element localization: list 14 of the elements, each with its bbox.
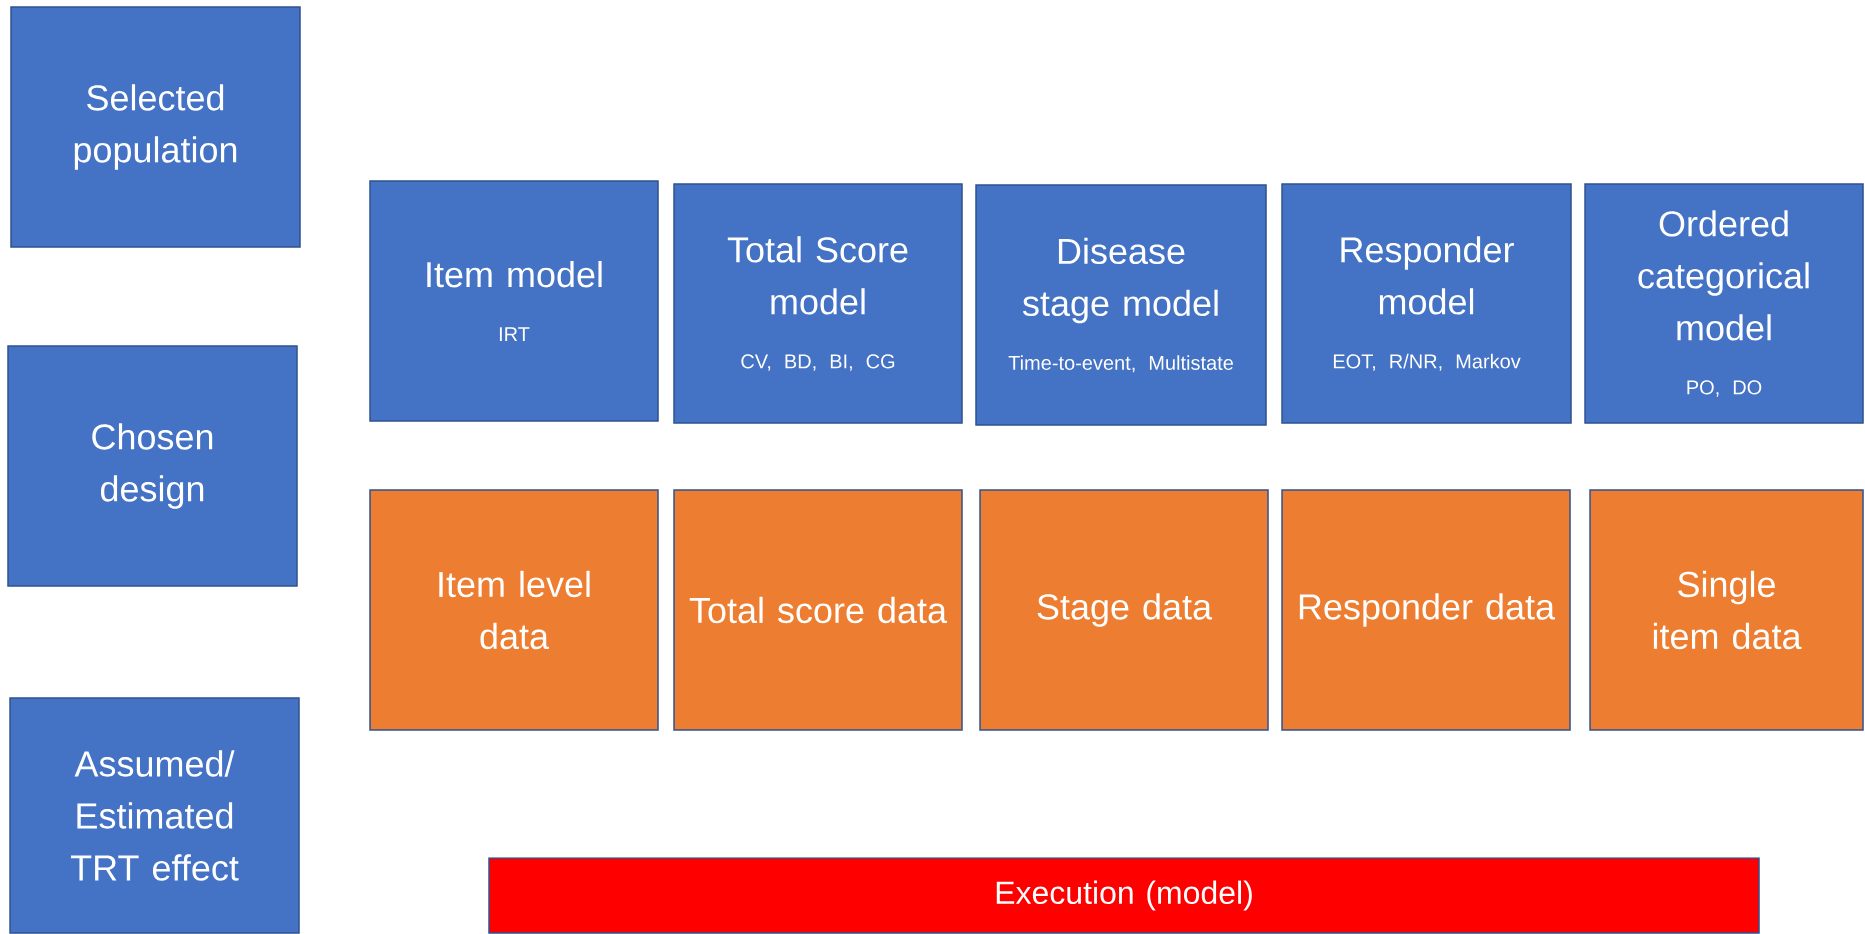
data-box: Item level data <box>369 489 659 731</box>
data-box: Stage data <box>979 489 1269 731</box>
model-box: Total Score model CV, BD, BI, CG <box>673 183 963 424</box>
data-box: Responder data <box>1281 489 1571 731</box>
label-box: Assumed/ Estimated TRT effect <box>9 697 300 934</box>
model-box: Ordered categorical model PO, DO <box>1584 183 1864 424</box>
model-box: Item model IRT <box>369 180 659 422</box>
execution-bar: Execution (model) <box>488 857 1760 934</box>
model-box: Disease stage model Time-to-event, Multistate <box>975 184 1267 426</box>
label-box: Selected population <box>10 6 301 248</box>
model-box: Responder model EOT, R/NR, Markov <box>1281 183 1572 424</box>
label-box: Chosen design <box>7 345 298 587</box>
data-box: Total score data <box>673 489 963 731</box>
data-box: Single item data <box>1589 489 1864 731</box>
